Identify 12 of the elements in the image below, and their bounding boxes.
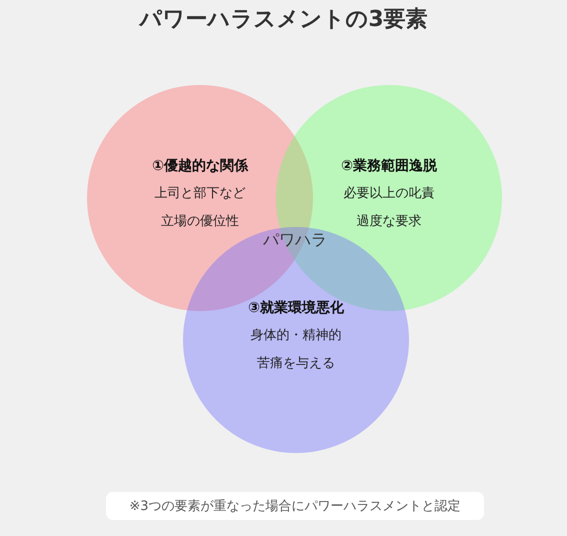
circle-heading: ③就業環境悪化 bbox=[248, 299, 344, 317]
center-label: パワハラ bbox=[263, 230, 327, 250]
circle-text: 立場の優位性 bbox=[161, 213, 239, 231]
circle-text: 必要以上の叱責 bbox=[344, 185, 434, 203]
circle-text: 身体的・精神的 bbox=[250, 327, 342, 345]
title: パワーハラスメントの3要素 bbox=[139, 6, 428, 34]
circle-text: 過度な要求 bbox=[356, 213, 422, 231]
circle-heading: ①優越的な関係 bbox=[152, 157, 248, 175]
circle-text: 上司と部下など bbox=[154, 185, 246, 203]
circle-heading: ②業務範囲逸脱 bbox=[341, 157, 437, 175]
circle-text: 苦痛を与える bbox=[257, 355, 335, 373]
note-text: ※3つの要素が重なった場合にパワーハラスメントと認定 bbox=[129, 498, 461, 515]
